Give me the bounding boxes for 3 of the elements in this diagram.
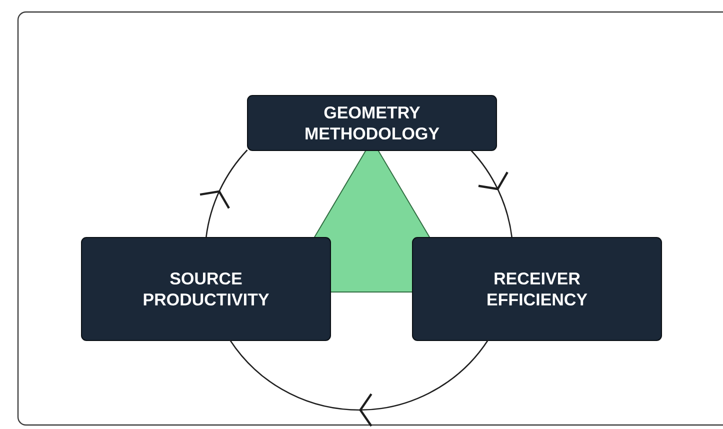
- process-box: SOURCE PRODUCTIVITY: [81, 237, 331, 341]
- process-box: GEOMETRY METHODOLOGY: [247, 95, 497, 151]
- process-box: RECEIVER EFFICIENCY: [412, 237, 662, 341]
